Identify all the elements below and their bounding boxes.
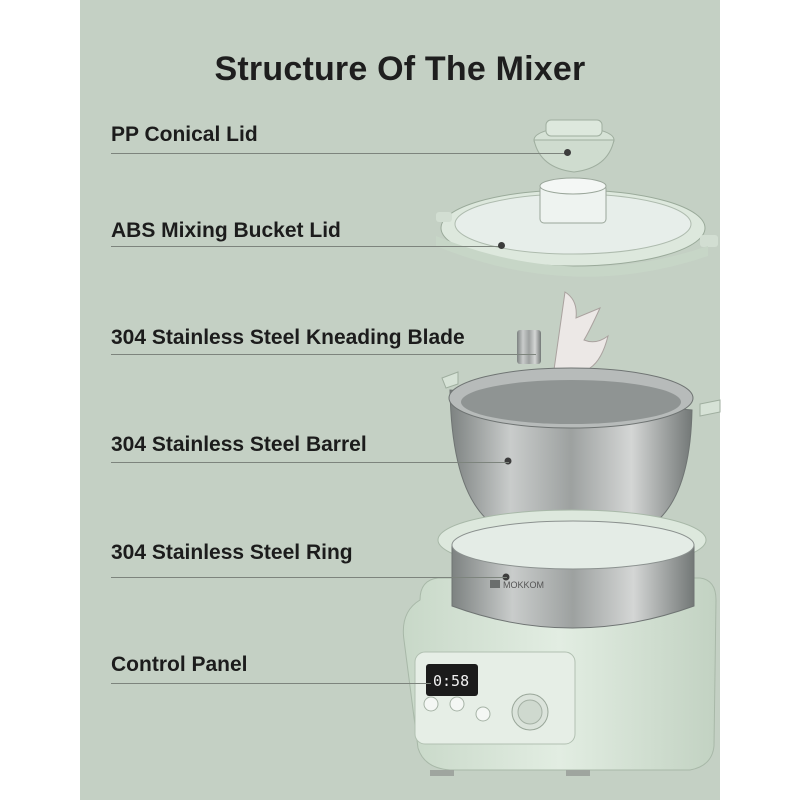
label-bucket-lid: ABS Mixing Bucket Lid	[111, 219, 341, 242]
pointer-dot-conical-lid	[564, 149, 571, 156]
label-ring: 304 Stainless Steel Ring	[111, 541, 353, 564]
leader-line-conical-lid	[111, 153, 567, 154]
conical-lid-part	[533, 119, 615, 173]
pointer-dot-bucket-lid	[498, 242, 505, 249]
bucket-lid-part	[436, 177, 718, 277]
barrel-part	[441, 367, 721, 542]
leader-line-barrel	[111, 462, 509, 463]
panel-display-time: 0:58	[433, 672, 469, 690]
page-title: Structure Of The Mixer	[214, 50, 586, 88]
leader-line-kneading-blade	[111, 354, 536, 355]
label-barrel: 304 Stainless Steel Barrel	[111, 433, 367, 456]
base-body-part: MOKKOM 0:58	[402, 509, 717, 776]
leader-line-control-panel	[111, 683, 431, 684]
brand-logo: MOKKOM	[503, 580, 544, 590]
label-control-panel: Control Panel	[111, 653, 248, 676]
leader-line-ring	[111, 577, 507, 578]
leader-line-bucket-lid	[111, 246, 501, 247]
label-kneading-blade: 304 Stainless Steel Kneading Blade	[111, 326, 465, 349]
label-conical-lid: PP Conical Lid	[111, 123, 258, 146]
